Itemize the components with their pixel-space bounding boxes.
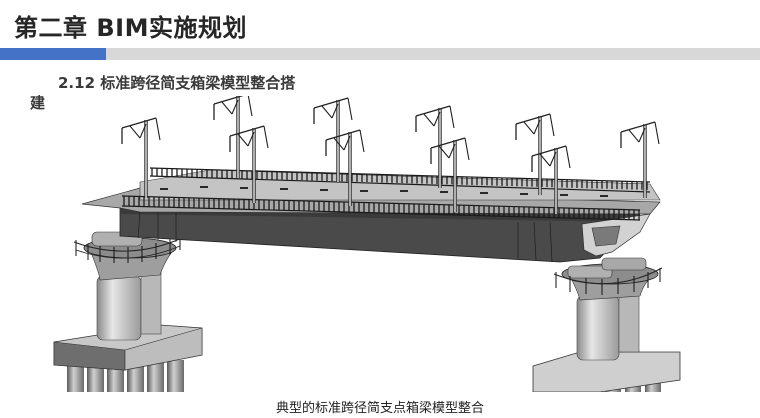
far-railing bbox=[149, 167, 651, 193]
catenary-mast bbox=[430, 137, 470, 212]
figure-caption: 典型的标准跨径简支点箱梁模型整合 bbox=[275, 401, 484, 416]
section-title: 2.12 标准跨径简支箱梁模型整合搭 bbox=[58, 74, 296, 92]
chapter-title: 第二章 BIM实施规划 bbox=[14, 14, 247, 42]
catenary-masts bbox=[121, 96, 660, 214]
bridge-model-figure bbox=[53, 96, 681, 392]
catenary-mast bbox=[121, 117, 161, 198]
right-column bbox=[576, 295, 620, 361]
catenary-mast bbox=[229, 125, 269, 203]
right-pier bbox=[532, 257, 681, 392]
catenary-mast bbox=[325, 129, 365, 206]
near-railing bbox=[121, 195, 641, 221]
catenary-mast bbox=[531, 145, 571, 214]
catenary-mast bbox=[515, 113, 555, 195]
catenary-mast bbox=[313, 97, 353, 182]
left-pier bbox=[53, 231, 203, 392]
chapter-progress-bar bbox=[0, 48, 760, 60]
catenary-mast bbox=[213, 96, 253, 178]
bridge-deck bbox=[139, 169, 661, 201]
catenary-mast bbox=[620, 121, 660, 198]
left-piles bbox=[67, 360, 184, 392]
chapter-progress-fill bbox=[0, 48, 107, 60]
section-title-continuation: 建 bbox=[30, 94, 46, 112]
left-column bbox=[96, 275, 142, 341]
